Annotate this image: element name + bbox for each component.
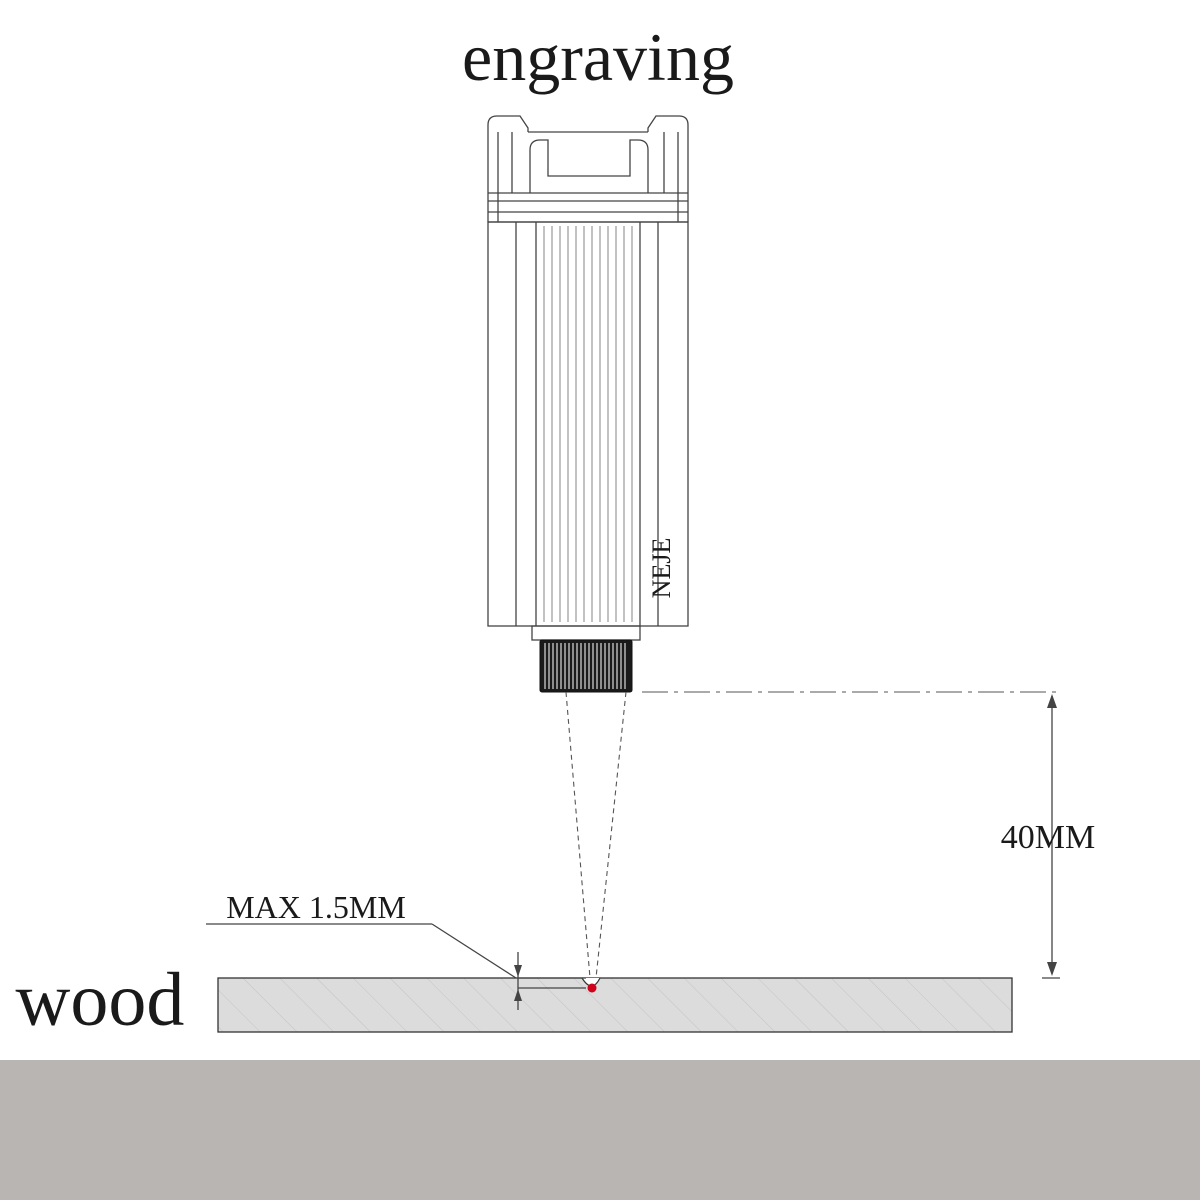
distance-label: 40MM [1001, 819, 1095, 856]
brand-label: NEJE [647, 538, 676, 599]
laser-focal-dot [587, 983, 597, 993]
depth-dimension: MAX 1.5MM [206, 889, 586, 1010]
distance-dimension: 40MM [642, 691, 1095, 979]
floor-band [0, 1060, 1200, 1200]
laser-module: NEJE [487, 115, 689, 693]
module-body [487, 221, 689, 627]
module-neck [531, 625, 641, 641]
laser-beam [565, 691, 627, 979]
focus-lens-knurl [539, 639, 633, 693]
depth-label: MAX 1.5MM [226, 889, 406, 925]
wood-board [217, 977, 1013, 1033]
material-label: wood [16, 958, 185, 1042]
cooling-fins [543, 226, 633, 622]
module-top-mount [487, 115, 689, 223]
diagram-title: engraving [462, 19, 734, 95]
